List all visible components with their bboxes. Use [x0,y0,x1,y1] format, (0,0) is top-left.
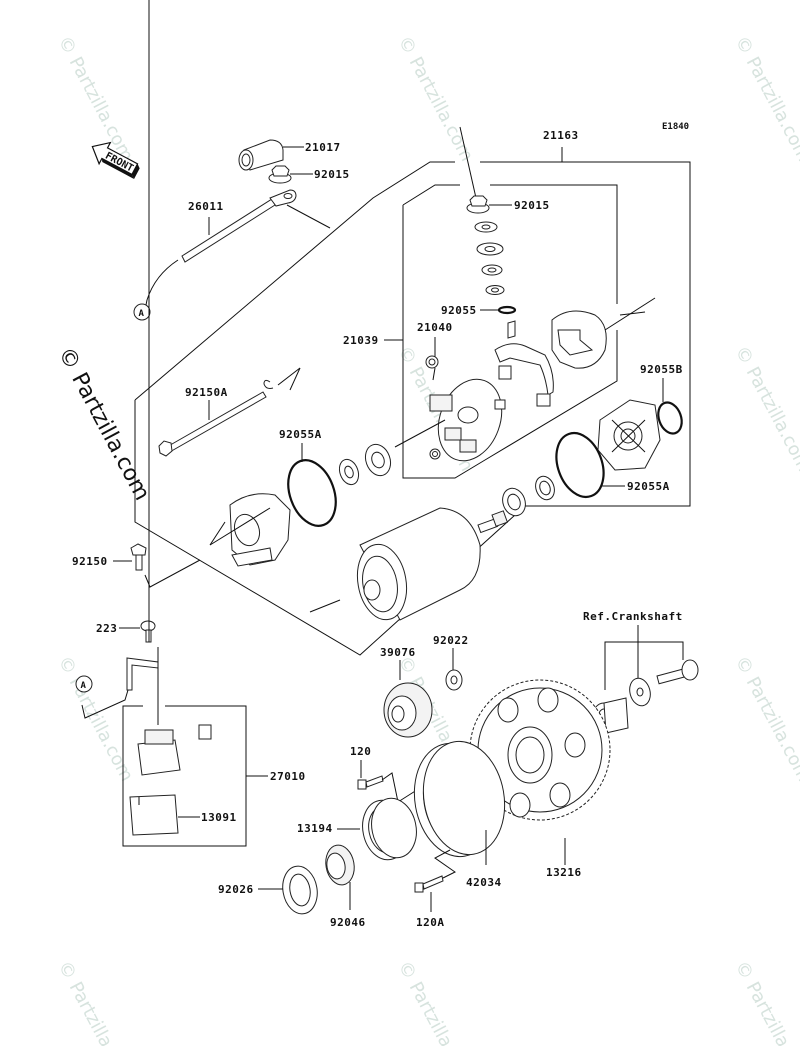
bearings-right [502,475,555,517]
part-label-92026: 92026 [218,883,254,896]
watermark: © Partzilla.com [731,342,800,475]
part-label-92150A: 92150A [185,386,228,399]
part-label-21040: 21040 [417,321,453,334]
part-label-92022: 92022 [433,634,469,647]
ref-crankshaft-label: Ref.Crankshaft [583,610,683,623]
brush-holder-plate [394,378,506,462]
watermark: © Partzilla.com [394,32,478,165]
part-label-120: 120 [350,745,371,758]
part-label-120A: 120A [416,916,445,929]
part-27010[interactable]: 27010 [122,705,306,847]
end-cover [597,399,661,471]
part-13194[interactable]: 13194 [297,794,422,864]
part-92015-inner[interactable]: 92015 [459,126,550,214]
watermark: © Partzilla.com [54,32,138,165]
watermark: © Partzilla.com [731,957,800,1046]
part-label-21163: 21163 [543,129,579,142]
part-label-26011: 26011 [188,200,224,213]
part-21040[interactable]: 21040 [417,321,453,460]
watermark: © Partzilla.com [394,957,478,1046]
watermark: © Partzilla.com [731,652,800,785]
part-92022[interactable]: 92022 [433,634,469,691]
part-92150A[interactable]: 92150A [158,367,301,457]
part-92055B[interactable]: 92055B [640,363,686,437]
washer-stack [474,221,505,295]
part-label-92055A-right: 92055A [627,480,670,493]
motor-body [309,507,509,621]
part-label-223: 223 [96,622,117,635]
part-13216[interactable]: 13216 [469,679,611,879]
part-label-13194: 13194 [297,822,333,835]
watermark-primary: © Partzilla.com [53,343,155,505]
part-26011[interactable]: 26011 A [133,189,297,321]
relay-bracket: A [75,0,159,725]
part-92150[interactable]: 92150 [72,543,201,588]
brush-arms [494,320,554,407]
part-42034[interactable]: 42034 [406,735,514,889]
part-label-92055: 92055 [441,304,477,317]
part-label-21039: 21039 [343,334,379,347]
front-cover [209,493,291,567]
part-92026[interactable]: 92026 [218,863,321,916]
part-92015[interactable]: 92015 [268,165,350,184]
watermark: © Partzilla.com [731,32,800,165]
part-223[interactable]: 223 [96,620,156,643]
watermark: © Partzilla.com [54,652,138,785]
part-label-92055A-left: 92055A [279,428,322,441]
part-label-27010: 27010 [270,770,306,783]
part-label-92015-top: 92015 [314,168,350,181]
part-label-92046: 92046 [330,916,366,929]
part-label-39076: 39076 [380,646,416,659]
assembly-bracket-21039: 21039 [343,184,618,479]
part-120A[interactable]: 120A [414,849,456,929]
part-21017[interactable]: 21017 [238,139,341,171]
diagram-code: E1840 [662,122,689,132]
part-92055A-left[interactable]: 92055A [279,428,344,532]
part-label-92150: 92150 [72,555,108,568]
part-label-42034: 42034 [466,876,502,889]
yoke-cap [551,297,656,369]
part-label-21017: 21017 [305,141,341,154]
connector-a-label-lower: A [81,681,87,691]
part-92055[interactable]: 92055 [441,304,517,317]
part-label-92015-inner: 92015 [514,199,550,212]
connector-a-label: A [139,309,145,319]
watermark: © Partzilla.com [54,957,138,1046]
part-label-92055B: 92055B [640,363,683,376]
part-39076[interactable]: 39076 [380,646,433,738]
part-92055A-right[interactable]: 92055A [548,426,670,503]
part-120[interactable]: 120 [350,745,421,803]
part-13091[interactable]: 13091 [129,794,237,836]
part-label-13091: 13091 [201,811,237,824]
bearings-left [338,443,392,486]
part-92046[interactable]: 92046 [323,843,366,929]
part-label-13216: 13216 [546,866,582,879]
